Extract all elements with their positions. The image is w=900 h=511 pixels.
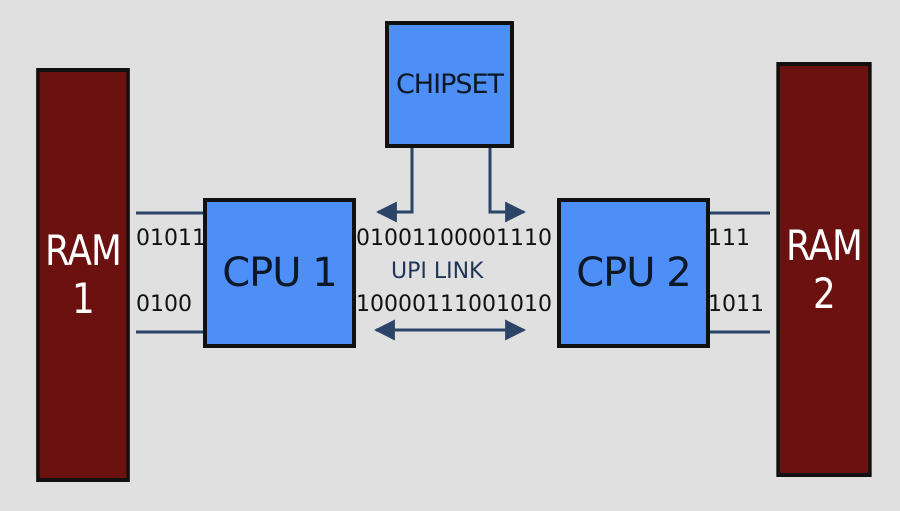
ram-1-label-line1: RAM	[44, 226, 122, 275]
bits-right-top: 111	[708, 226, 750, 251]
chipset-box: CHIPSET	[385, 21, 514, 148]
bits-center-top: 01001100001110	[356, 226, 552, 251]
bits-left-top: 01011	[136, 226, 206, 251]
chipset-to-cpu1-arrow	[375, 147, 414, 223]
upi-link-label: UPI LINK	[391, 259, 484, 284]
bits-center-bottom: 10000111001010	[356, 292, 552, 317]
cpu-1-label: CPU 1	[222, 250, 337, 296]
cpu-1-box: CPU 1	[203, 198, 356, 348]
ram-1-module: RAM 1	[36, 68, 130, 482]
chipset-to-cpu2-arrow	[488, 147, 527, 223]
chipset-label: CHIPSET	[395, 69, 504, 100]
ram-2-label-line1: RAM	[785, 220, 863, 270]
bits-right-bottom: 1011	[708, 292, 764, 317]
bits-left-bottom: 0100	[136, 292, 192, 317]
cpu-2-box: CPU 2	[557, 198, 710, 348]
ram-2-module: RAM 2	[776, 62, 872, 477]
ram-2-label-line2: 2	[813, 268, 836, 318]
cpu-2-label: CPU 2	[576, 250, 691, 296]
ram-1-label-line2: 1	[72, 274, 95, 323]
